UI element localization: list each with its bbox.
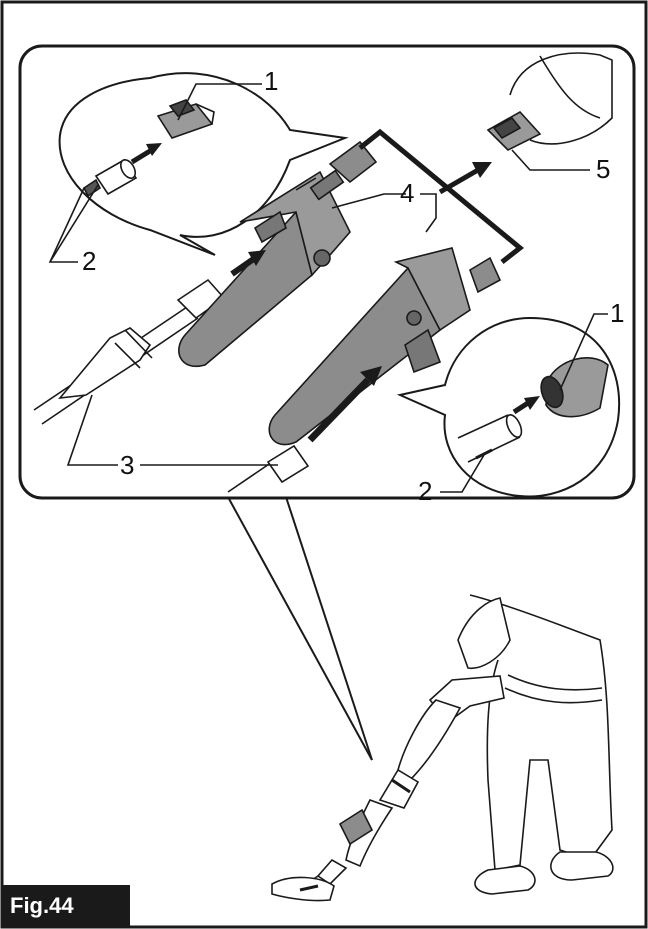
leader-2-left-b xyxy=(49,184,99,263)
insert-arrow-top xyxy=(130,143,162,165)
leader-2-right xyxy=(440,454,485,493)
pipe-end-detail xyxy=(82,158,138,198)
callout-1-top: 1 xyxy=(264,66,278,96)
leader-lines xyxy=(48,83,608,493)
insert-arrow-detail-right xyxy=(512,396,540,415)
person-figure xyxy=(457,594,614,895)
magnifier-top-left xyxy=(58,72,349,256)
pipe-end-right xyxy=(457,414,523,463)
callout-2-right: 2 xyxy=(418,476,432,506)
cyclone-unit-right xyxy=(268,247,502,446)
stick-vacuum xyxy=(271,675,505,902)
figure-label: Fig.44 xyxy=(2,885,130,926)
leader-5 xyxy=(511,149,590,171)
extension-pipe-left xyxy=(33,278,226,425)
zoom-wedge xyxy=(227,496,373,761)
hand-with-handle xyxy=(486,52,613,151)
magnifier-right xyxy=(396,316,621,498)
socket-detail-right xyxy=(540,356,609,418)
leader-4b xyxy=(420,193,437,233)
callout-2-left: 2 xyxy=(82,246,96,276)
callout-1-right: 1 xyxy=(610,298,624,328)
leader-3a xyxy=(66,394,118,466)
attach-arrow-up xyxy=(438,162,492,195)
callout-3: 3 xyxy=(120,450,134,480)
cyclone-unit-left xyxy=(178,140,378,368)
socket-detail xyxy=(156,99,215,139)
callout-4: 4 xyxy=(400,178,414,208)
leader-1-top xyxy=(177,83,262,121)
leader-1-right xyxy=(559,313,608,391)
insert-arrow-right xyxy=(307,366,382,443)
callout-5: 5 xyxy=(596,154,610,184)
leader-4a xyxy=(331,193,406,209)
equivalence-bracket xyxy=(358,128,524,264)
insert-arrow-left xyxy=(230,250,266,277)
